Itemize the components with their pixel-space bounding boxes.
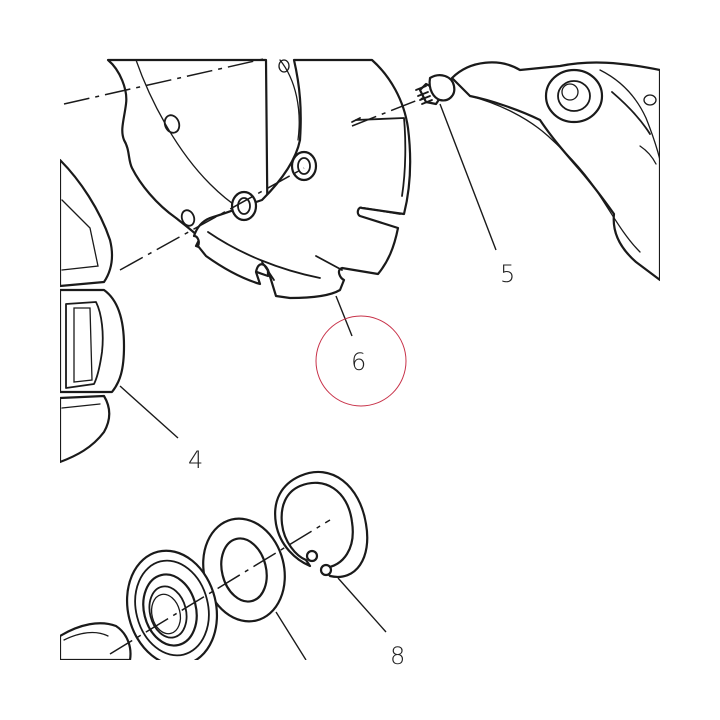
callout-6: 6 bbox=[351, 348, 366, 376]
washer bbox=[202, 517, 286, 623]
callout-8: 8 bbox=[390, 642, 405, 670]
center-lines bbox=[63, 57, 429, 655]
callout-4: 4 bbox=[188, 446, 203, 474]
blade-segment bbox=[192, 58, 412, 300]
motor-housing bbox=[450, 61, 660, 282]
highlight-circle bbox=[315, 315, 407, 407]
shaft-stub bbox=[60, 622, 132, 660]
screw bbox=[415, 74, 456, 106]
bearing bbox=[125, 549, 219, 660]
leader-lines bbox=[119, 103, 497, 660]
callout-5: 5 bbox=[500, 260, 515, 288]
guard-bracket bbox=[60, 158, 126, 464]
circlip bbox=[274, 470, 369, 579]
